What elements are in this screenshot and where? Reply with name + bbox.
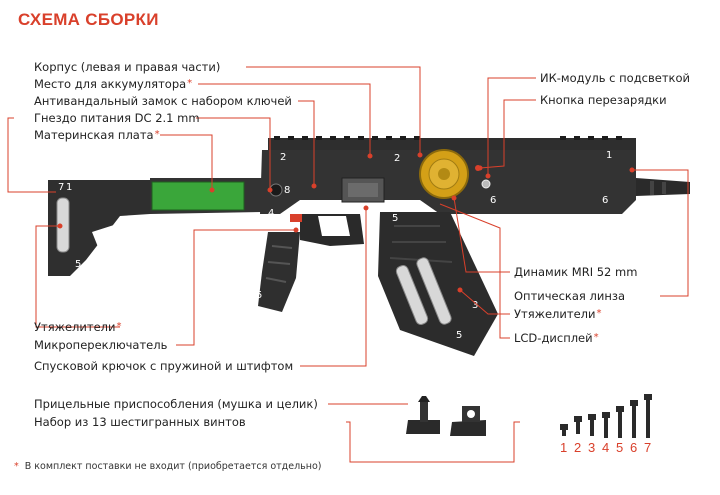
part-number: 2 — [280, 152, 286, 163]
pistol-grip — [258, 232, 300, 312]
screw-number: 7 — [644, 440, 651, 455]
label-battery-slot: Место для аккумулятора* — [34, 77, 192, 91]
motherboard — [152, 182, 244, 210]
footnote-symbol: * — [14, 461, 19, 472]
microswitch — [290, 214, 302, 222]
label-trigger: Спусковой крючок с пружиной и штифтом — [34, 359, 293, 373]
part-number: 6 — [490, 195, 496, 206]
label-body: Корпус (левая и правая части) — [34, 60, 220, 74]
label-microswitch: Микропереключатель — [34, 338, 167, 352]
part-number: 5 — [256, 290, 262, 301]
screw-number: 3 — [588, 440, 595, 455]
footnote: * В комплект поставки не входит (приобрет… — [14, 461, 321, 472]
part-number: 5 — [75, 259, 81, 270]
label-speaker: Динамик MRI 52 mm — [514, 265, 637, 279]
part-number: 5 — [456, 330, 462, 341]
screws-illustration — [560, 394, 652, 438]
screw-number: 6 — [630, 440, 637, 455]
screw-number: 2 — [574, 440, 581, 455]
sights-illustration — [406, 396, 486, 436]
label-optical-lens: Оптическая линза — [514, 289, 625, 303]
part-number: 7 — [58, 182, 64, 193]
part-number: 1 — [606, 150, 612, 161]
part-number: 1 — [66, 182, 72, 193]
top-rail — [268, 138, 636, 152]
label-sights: Прицельные приспособления (мушка и целик… — [34, 397, 318, 411]
label-motherboard: Материнская плата* — [34, 128, 160, 142]
screw-number: 4 — [602, 440, 609, 455]
part-number: 2 — [394, 153, 400, 164]
screw-number: 1 — [560, 440, 567, 455]
part-number: 6 — [602, 195, 608, 206]
footnote-text: В комплект поставки не входит (приобрета… — [25, 461, 322, 472]
label-magazine-weights: Утяжелители* — [514, 307, 601, 321]
screw-number: 5 — [616, 440, 623, 455]
part-number: 5 — [392, 213, 398, 224]
label-lock: Антивандальный замок с набором ключей — [34, 94, 292, 108]
label-stock-weights: Утяжелители* — [34, 320, 121, 334]
part-number: 4 — [268, 208, 274, 219]
label-screws: Набор из 13 шестигранных винтов — [34, 415, 246, 429]
optical-lens — [482, 180, 490, 188]
part-number: 8 — [284, 185, 290, 196]
gun-illustration — [48, 136, 690, 356]
label-dc-jack: Гнездо питания DC 2.1 mm — [34, 111, 200, 125]
label-reload-button: Кнопка перезарядки — [540, 93, 667, 107]
label-lcd-display: LCD-дисплей* — [514, 331, 599, 345]
label-ir-module: ИК-модуль с подсветкой — [540, 71, 690, 85]
